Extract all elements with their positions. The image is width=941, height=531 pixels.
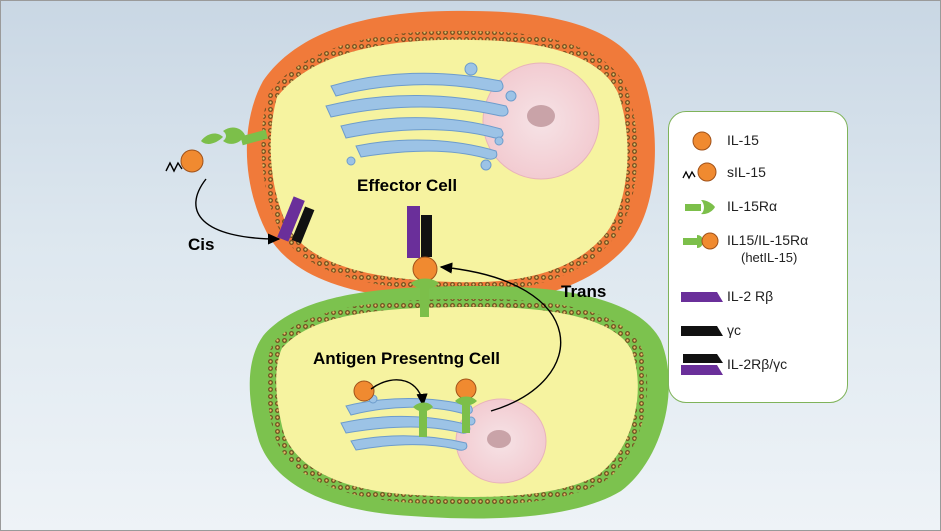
gamma-c-icon xyxy=(681,326,723,336)
cis-il15ra-receptor xyxy=(201,127,268,146)
trans-arrow xyxy=(439,262,562,412)
effector-cell-label: Effector Cell xyxy=(357,176,457,195)
legend-label-il15: IL-15 xyxy=(727,132,759,148)
trans-label: Trans xyxy=(561,282,606,301)
legend-box: IL-15 sIL-15 IL-15Rα IL15/IL-15Rα (hetIL… xyxy=(668,111,848,403)
legend-label-il2rb: IL-2 Rβ xyxy=(727,288,774,304)
legend-item-hetil15: IL15/IL-15Rα (hetIL-15) xyxy=(679,226,847,272)
trans-hetil15 xyxy=(411,256,439,317)
legend-label-hetil15-sub: (hetIL-15) xyxy=(741,250,798,265)
effector-il2rb-gc-bottom xyxy=(407,206,432,258)
il15-icon xyxy=(692,131,712,151)
apc-golgi xyxy=(340,394,476,451)
effector-cell xyxy=(246,10,655,302)
apc-label: Antigen Presentng Cell xyxy=(313,349,500,368)
sil15-molecule xyxy=(165,149,204,173)
il15ra-icon xyxy=(685,200,715,215)
hetil15-icon xyxy=(683,232,719,250)
il2rb-gc-icon xyxy=(681,354,723,375)
legend-item-il15ra: IL-15Rα xyxy=(679,192,847,222)
effector-golgi xyxy=(325,62,517,171)
legend-item-gc: γc xyxy=(679,316,847,346)
effector-il2rb-gc-left xyxy=(277,196,315,244)
legend-item-il2rb: IL-2 Rβ xyxy=(679,282,847,312)
il2rb-icon xyxy=(681,292,723,302)
sil15-icon xyxy=(682,162,717,182)
legend-item-il2rb-gc: IL-2Rβ/γc xyxy=(679,350,847,380)
legend-item-sil15: sIL-15 xyxy=(679,158,847,188)
legend-label-gc: γc xyxy=(727,322,741,338)
legend-label-il15ra: IL-15Rα xyxy=(727,198,778,214)
legend-label-sil15: sIL-15 xyxy=(727,164,766,180)
legend-label-hetil15: IL15/IL-15Rα xyxy=(727,232,809,248)
cis-label: Cis xyxy=(188,235,214,254)
legend-label-il2rb-gc: IL-2Rβ/γc xyxy=(727,356,788,372)
cis-arrow xyxy=(195,178,281,245)
legend-item-il15: IL-15 xyxy=(679,126,847,156)
apc-internal-il15 xyxy=(353,378,477,437)
